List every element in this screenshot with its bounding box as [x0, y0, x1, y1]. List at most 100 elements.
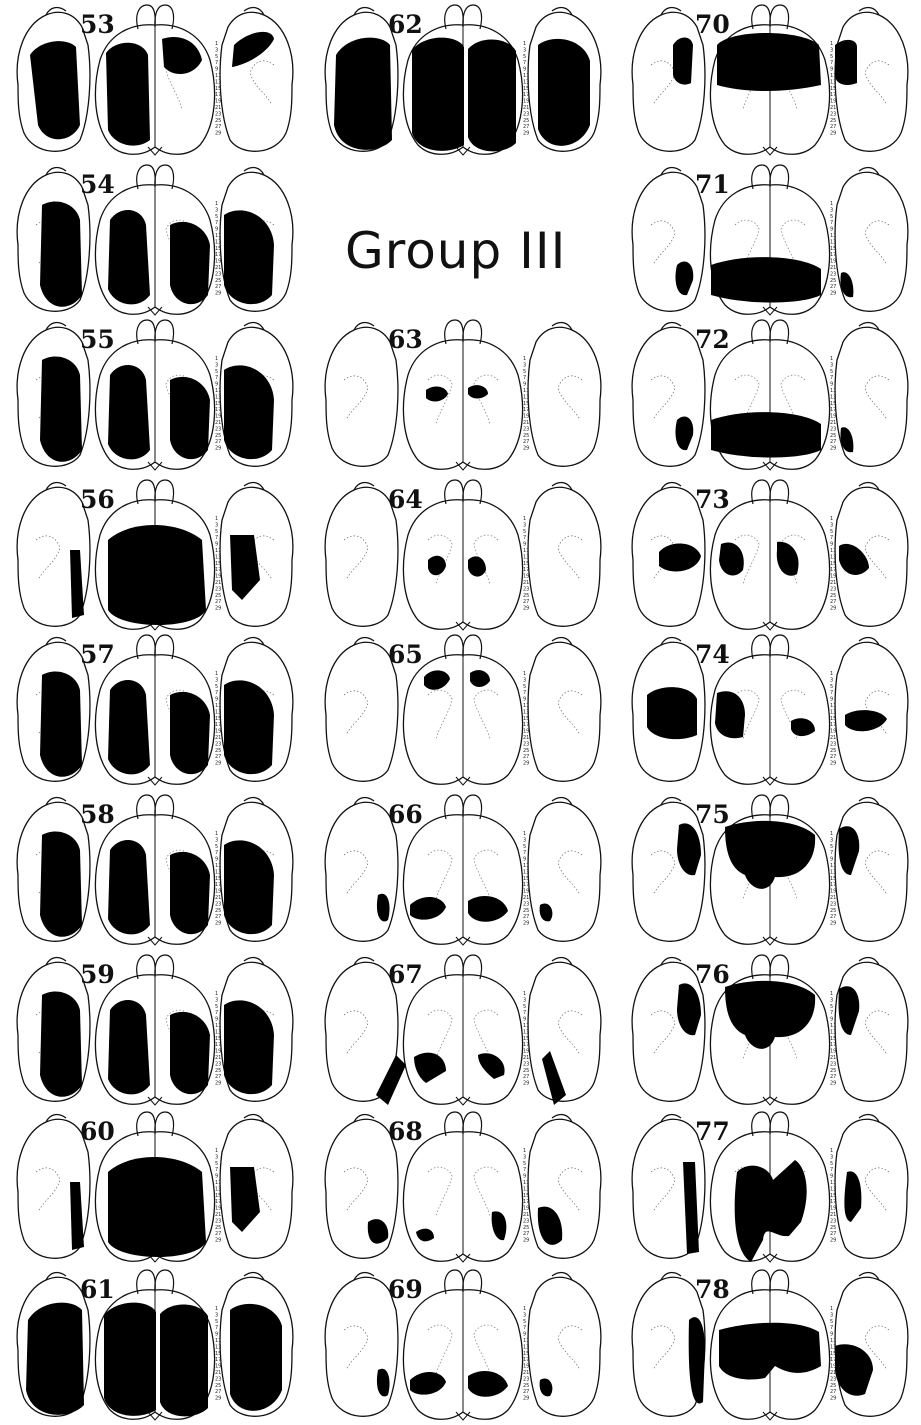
depth-scale-label: 9 — [215, 1332, 218, 1338]
depth-scale-label: 3 — [215, 207, 218, 213]
depth-scale-label: 17 — [523, 882, 529, 888]
sulcus-line — [558, 1168, 582, 1212]
depth-scale-label: 7 — [830, 1325, 833, 1331]
depth-scale-label: 7 — [215, 1167, 218, 1173]
brain-panel: 135791113151719212325272973 — [632, 480, 908, 630]
depth-scale-label: 9 — [830, 227, 833, 233]
depth-scale-label: 13 — [215, 239, 221, 245]
depth-scale-label: 19 — [830, 1364, 836, 1370]
depth-scale-label: 11 — [830, 863, 836, 869]
depth-scale-label: 13 — [215, 709, 221, 715]
depth-scale-label: 17 — [830, 1042, 836, 1048]
depth-scale-label: 9 — [215, 857, 218, 863]
depth-scale-label: 3 — [830, 1154, 833, 1160]
lesion-area — [777, 542, 799, 576]
right-hemisphere-outline — [528, 1277, 601, 1416]
depth-scale-label: 17 — [215, 1199, 221, 1205]
depth-scale-label: 7 — [830, 850, 833, 856]
sulcus-line — [558, 851, 582, 895]
cerebellum-notch — [456, 777, 470, 785]
depth-scale-label: 25 — [523, 593, 529, 599]
lesion-area — [377, 1369, 390, 1397]
depth-scale-label: 29 — [215, 446, 221, 452]
depth-scale-label: 3 — [523, 1312, 526, 1318]
right-hemisphere-outline — [528, 1119, 601, 1258]
depth-scale-label: 9 — [523, 67, 526, 73]
lesion-area — [108, 680, 150, 774]
depth-scale-label: 1 — [523, 991, 526, 997]
depth-scale-label: 27 — [830, 1074, 836, 1080]
sulcus-line — [474, 1010, 498, 1059]
panel-number: 63 — [388, 325, 423, 354]
depth-scale-label: 5 — [215, 1004, 218, 1010]
depth-scale-label: 13 — [215, 79, 221, 85]
depth-scale-label: 25 — [830, 433, 836, 439]
depth-scale-label: 25 — [215, 433, 221, 439]
sulcus-line — [865, 221, 889, 265]
depth-scale-label: 7 — [523, 535, 526, 541]
depth-scale-label: 13 — [830, 869, 836, 875]
depth-scale-label: 1 — [830, 41, 833, 47]
sulcus-line — [651, 1168, 675, 1212]
sulcus-line — [865, 851, 889, 895]
depth-scale-label: 27 — [523, 1074, 529, 1080]
depth-scale-label: 23 — [830, 901, 836, 907]
lesion-area — [108, 210, 150, 304]
cerebellum-notch — [763, 777, 777, 785]
lesion-area — [791, 718, 815, 736]
depth-scale-label: 9 — [215, 227, 218, 233]
depth-scale-label: 23 — [830, 1061, 836, 1067]
depth-scale-label: 13 — [523, 1344, 529, 1350]
brain-panel: 135791113151719212325272961 — [17, 1270, 293, 1420]
group-title: Group III — [345, 222, 566, 280]
depth-scale-label: 29 — [523, 1081, 529, 1087]
depth-scale-label: 11 — [215, 1180, 221, 1186]
lesion-area — [224, 840, 274, 934]
depth-scale-label: 11 — [523, 1338, 529, 1344]
left-hemisphere-outline — [325, 327, 398, 466]
depth-scale-label: 15 — [523, 1036, 529, 1042]
depth-scale-label: 15 — [215, 86, 221, 92]
depth-scale-label: 1 — [830, 516, 833, 522]
depth-scale-label: 7 — [215, 220, 218, 226]
depth-scale-label: 1 — [215, 41, 218, 47]
depth-scale-label: 13 — [830, 709, 836, 715]
lesion-area — [40, 356, 82, 461]
depth-scale-label: 15 — [830, 86, 836, 92]
lesion-area — [468, 1371, 508, 1397]
sulcus-line — [36, 1168, 60, 1212]
panel-number: 78 — [695, 1275, 730, 1304]
depth-scale-label: 27 — [523, 754, 529, 760]
depth-scale-label: 7 — [523, 60, 526, 66]
depth-scale-label: 11 — [215, 703, 221, 709]
depth-scale-label: 7 — [523, 850, 526, 856]
depth-scale-label: 5 — [523, 369, 526, 375]
sulcus-line — [558, 376, 582, 420]
depth-scale-label: 15 — [215, 246, 221, 252]
depth-scale-label: 5 — [830, 844, 833, 850]
panel-number: 72 — [695, 325, 730, 354]
sulcus-line — [344, 851, 368, 895]
depth-scale-label: 21 — [830, 1055, 836, 1061]
depth-scale-label: 23 — [215, 111, 221, 117]
depth-scale-label: 7 — [215, 535, 218, 541]
panel-number: 68 — [388, 1117, 423, 1146]
depth-scale-label: 9 — [523, 857, 526, 863]
cerebellum-notch — [763, 147, 777, 155]
right-hemisphere-outline — [528, 962, 601, 1101]
depth-scale-label: 19 — [523, 1206, 529, 1212]
depth-scale-label: 5 — [215, 529, 218, 535]
depth-scale-label: 9 — [830, 857, 833, 863]
lesion-area — [835, 1344, 873, 1395]
depth-scale-label: 27 — [830, 1389, 836, 1395]
cerebellum-notch — [148, 147, 162, 155]
depth-scale-label: 1 — [830, 991, 833, 997]
depth-scale-label: 17 — [215, 1357, 221, 1363]
panel-number: 61 — [80, 1275, 115, 1304]
lesion-area — [647, 687, 697, 739]
depth-scale-label: 23 — [215, 426, 221, 432]
cerebellum-notch — [763, 937, 777, 945]
